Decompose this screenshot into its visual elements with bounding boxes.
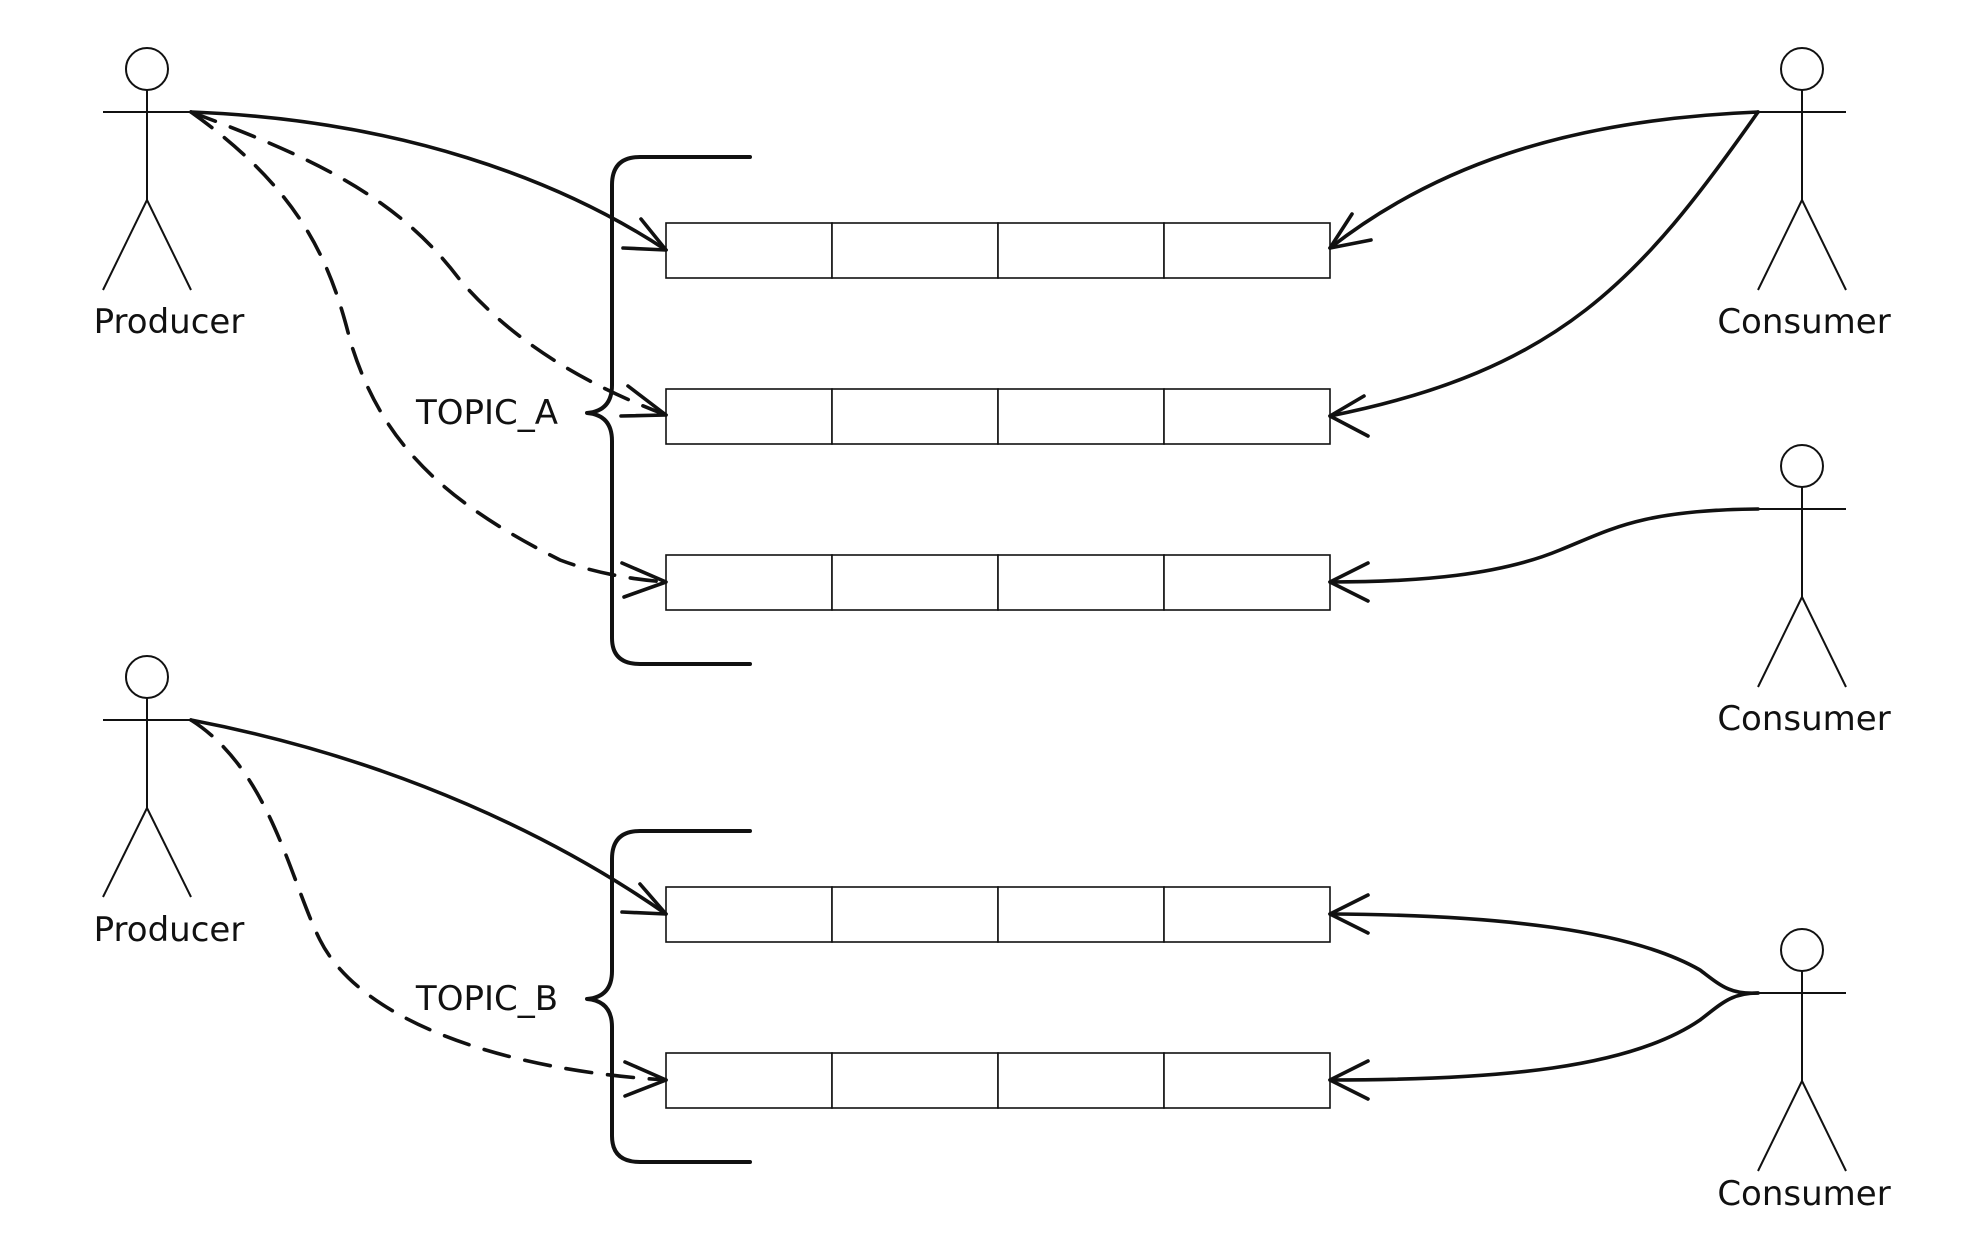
arrowhead-icon	[620, 561, 668, 599]
consumer-label-1: Consumer	[1717, 302, 1890, 342]
consumer-3-to-topic-b-partition-2-arrow	[1328, 991, 1760, 1082]
consumer-1-to-topic-a-partition-1-arrow	[1328, 110, 1760, 250]
consumer-actor-1	[1757, 47, 1847, 291]
consumer-1-to-topic-a-partition-2-arrow	[1328, 110, 1760, 418]
topic-a-partition-1	[665, 222, 1331, 279]
consumer-label-2: Consumer	[1717, 699, 1890, 739]
topic-a-partition-3	[665, 554, 1331, 611]
topic-b-partition-1	[665, 886, 1331, 943]
arrowhead-icon	[1328, 394, 1370, 438]
arrowhead-icon	[619, 384, 668, 418]
topic-a-brace	[585, 155, 752, 666]
producer-to-topic-b-partition-2-arrow	[189, 718, 668, 1082]
topic-b-label: TOPIC_B	[415, 979, 558, 1019]
producer-to-topic-a-partition-1-arrow	[189, 110, 668, 252]
consumer-actor-2	[1757, 444, 1847, 688]
producer-to-topic-a-partition-3-arrow	[189, 110, 668, 584]
topic-b-brace	[585, 829, 752, 1164]
producer-to-topic-b-partition-1-arrow	[189, 718, 668, 916]
consumer-actor-3	[1757, 928, 1847, 1172]
consumer-3-to-topic-b-partition-1-arrow	[1328, 912, 1760, 996]
producer-actor-top	[102, 47, 192, 291]
arrowhead-icon	[1328, 561, 1370, 603]
consumer-label-3: Consumer	[1717, 1174, 1890, 1214]
topic-a-label: TOPIC_A	[415, 393, 558, 433]
consumer-2-to-topic-a-partition-3-arrow	[1328, 507, 1760, 584]
arrowhead-icon	[623, 1060, 668, 1098]
producer-actor-bottom	[102, 655, 192, 898]
topic-b-partition-2	[665, 1052, 1331, 1109]
producer-to-topic-a-partition-2-arrow	[189, 110, 668, 417]
producer-label-top: Producer	[94, 302, 245, 342]
producer-label-bottom: Producer	[94, 910, 245, 950]
arrowhead-icon	[1328, 893, 1370, 935]
topic-a-partition-2	[665, 388, 1331, 445]
arrowhead-icon	[621, 217, 668, 252]
arrowhead-icon	[620, 882, 668, 916]
arrowhead-icon	[1328, 212, 1373, 250]
arrowhead-icon	[1328, 1059, 1370, 1101]
